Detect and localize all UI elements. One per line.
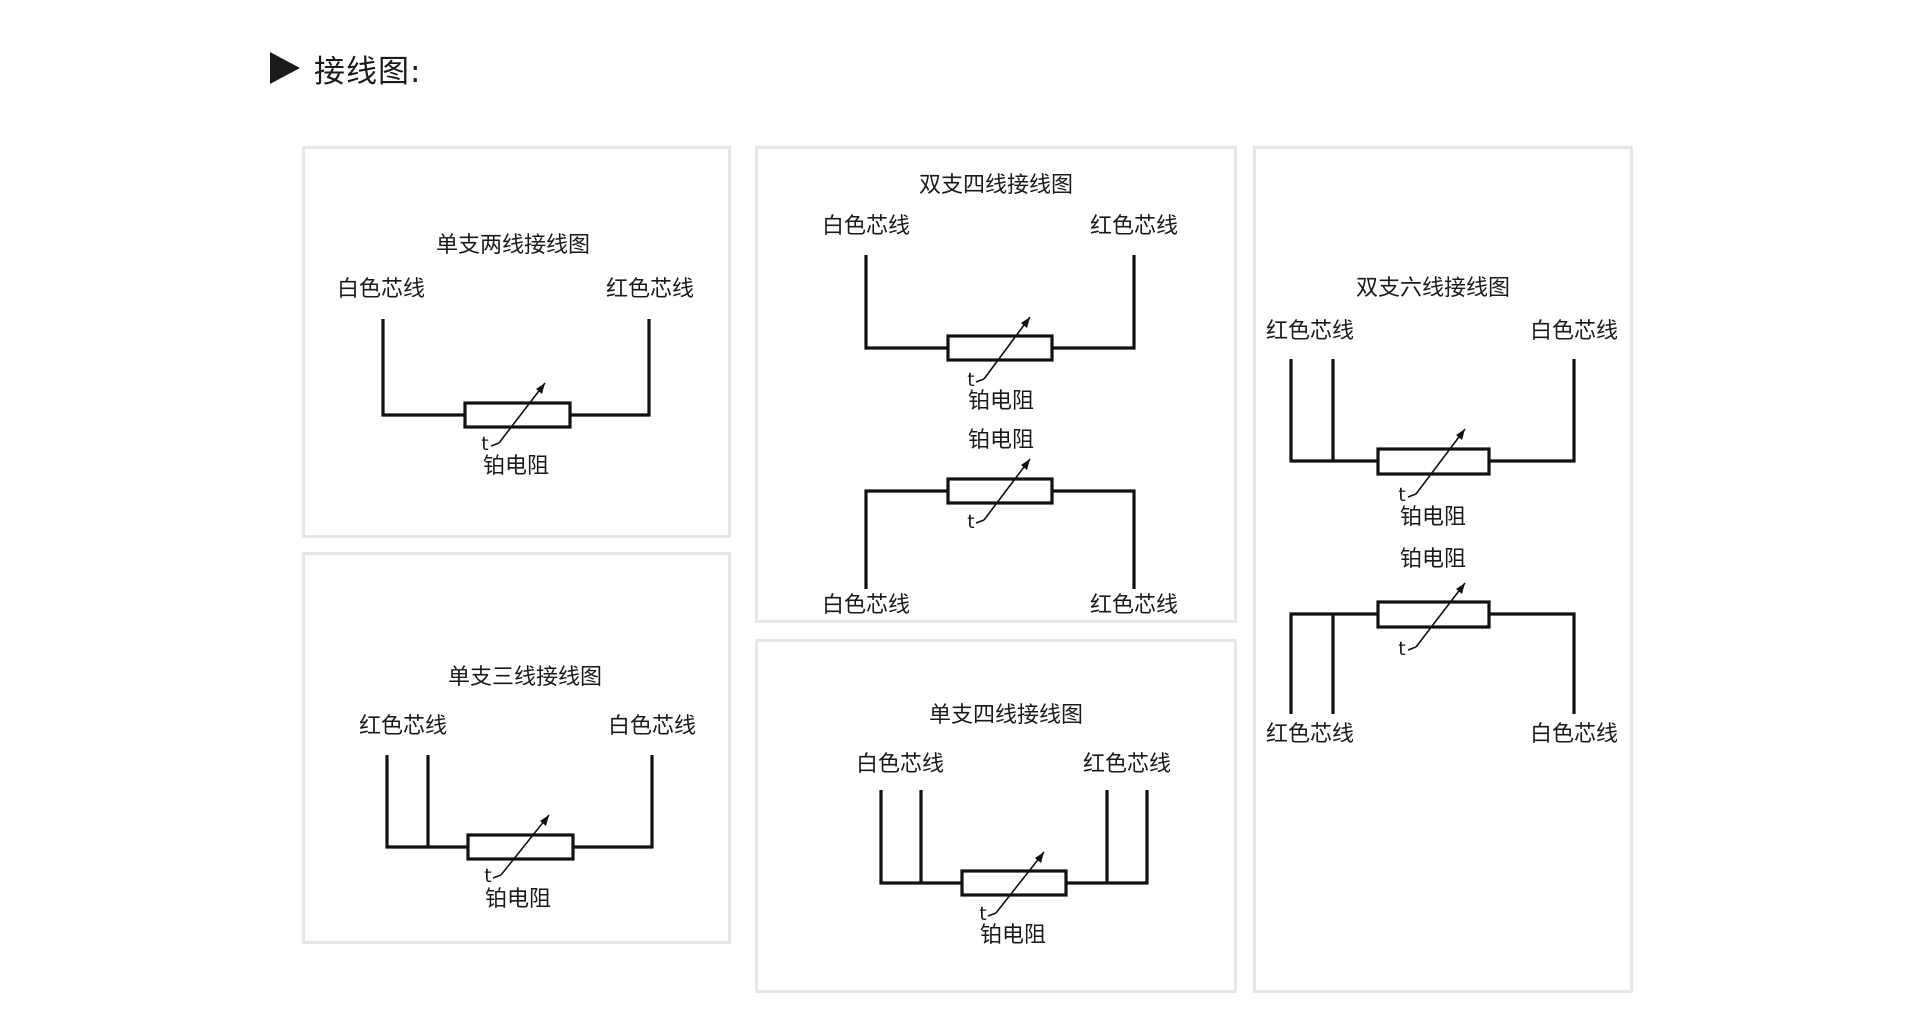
bottom-left-wire-label: 白色芯线 xyxy=(822,593,910,618)
top-resistor-symbol xyxy=(946,334,1054,362)
bottom-resistor-label: 铂电阻 xyxy=(968,428,1034,453)
left-wire-1 xyxy=(879,790,962,885)
panel-single-two-wire: 单支两线接线图 白色芯线 红色芯线 t 铂电阻 xyxy=(302,146,731,538)
diagram-title: 双支四线接线图 xyxy=(919,173,1073,198)
resistor-label: 铂电阻 xyxy=(483,454,549,479)
left-wire-1 xyxy=(385,755,468,849)
panel-double-six-wire: 双支六线接线图 红色芯线 白色芯线 t 铂电阻 铂电阻 t 红色芯线 白色芯线 xyxy=(1253,146,1633,993)
triangle-play-icon xyxy=(270,52,300,84)
panel-double-four-wire: 双支四线接线图 白色芯线 红色芯线 t 铂电阻 铂电阻 t 白色芯线 红色芯线 xyxy=(755,146,1237,623)
top-thermal-arrow xyxy=(1407,428,1466,498)
thermal-arrow xyxy=(492,814,550,879)
panel-single-four-wire: 单支四线接线图 白色芯线 红色芯线 t 铂电阻 xyxy=(755,639,1237,993)
bottom-right-wire-label: 白色芯线 xyxy=(1530,722,1618,747)
left-wire-label: 白色芯线 xyxy=(856,752,944,777)
left-wire xyxy=(381,319,465,417)
section-header: 接线图: xyxy=(270,46,421,90)
diagram-single-three-wire: 单支三线接线图 红色芯线 白色芯线 t 铂电阻 xyxy=(359,665,696,912)
diagram-title: 单支四线接线图 xyxy=(929,703,1083,728)
bottom-thermal-arrow xyxy=(975,458,1031,524)
bottom-resistor-label-symbol xyxy=(946,477,1054,505)
top-thermal-arrow xyxy=(975,316,1031,383)
top-left-wire xyxy=(864,255,948,350)
top-right-wire-label: 红色芯线 xyxy=(1090,214,1178,239)
top-left-wire-label: 红色芯线 xyxy=(1266,319,1354,344)
resistor-symbol xyxy=(466,833,575,861)
top-resistor-label: 铂电阻 xyxy=(1400,505,1466,530)
right-wire-label: 红色芯线 xyxy=(1083,752,1171,777)
bottom-resistor-symbol xyxy=(1376,600,1491,629)
temp-label: t xyxy=(481,433,488,455)
diagram-single-four-wire: 单支四线接线图 白色芯线 红色芯线 t 铂电阻 xyxy=(856,703,1171,948)
top-right-wire-label: 白色芯线 xyxy=(1530,319,1618,344)
top-left-wire-label: 白色芯线 xyxy=(822,214,910,239)
bottom-left-wire-label: 红色芯线 xyxy=(1266,722,1354,747)
bottom-thermal-arrow xyxy=(1407,582,1466,651)
diagram-title: 单支三线接线图 xyxy=(448,665,602,690)
bottom-right-wire xyxy=(1052,489,1136,589)
bottom-resistor-label: 铂电阻 xyxy=(1400,547,1466,572)
right-wire xyxy=(570,319,651,417)
bottom-left-wire-1 xyxy=(1289,612,1378,714)
top-resistor-label: 铂电阻 xyxy=(968,389,1034,414)
resistor-symbol xyxy=(463,401,572,429)
resistor-label: 铂电阻 xyxy=(980,923,1046,948)
thermal-arrow xyxy=(490,382,546,447)
right-wire-1 xyxy=(1066,790,1149,885)
diagram-single-two-wire: 单支两线接线图 白色芯线 红色芯线 t 铂电阻 xyxy=(337,233,694,479)
panel-single-three-wire: 单支三线接线图 红色芯线 白色芯线 t 铂电阻 xyxy=(302,552,731,944)
top-left-wire-1 xyxy=(1289,359,1378,463)
right-wire xyxy=(573,755,654,849)
top-temp-label: t xyxy=(967,369,974,391)
left-wire-label: 红色芯线 xyxy=(359,714,447,739)
bottom-temp-label: t xyxy=(967,511,974,533)
diagram-title: 单支两线接线图 xyxy=(436,233,590,258)
temp-label: t xyxy=(979,903,986,925)
resistor-label: 铂电阻 xyxy=(485,887,551,912)
bottom-left-wire xyxy=(864,489,948,589)
top-right-wire xyxy=(1052,255,1136,350)
diagram-double-four-wire: 双支四线接线图 白色芯线 红色芯线 t 铂电阻 铂电阻 t 白色芯线 红色芯线 xyxy=(822,173,1178,618)
page-title: 接线图: xyxy=(314,53,422,90)
bottom-right-wire-label: 红色芯线 xyxy=(1090,593,1178,618)
diagram-double-six-wire: 双支六线接线图 红色芯线 白色芯线 t 铂电阻 铂电阻 t 红色芯线 白色芯线 xyxy=(1266,276,1618,747)
diagram-title: 双支六线接线图 xyxy=(1356,276,1510,301)
top-right-wire xyxy=(1489,359,1576,463)
right-wire-label: 红色芯线 xyxy=(606,277,694,302)
top-temp-label: t xyxy=(1398,484,1405,506)
bottom-right-wire xyxy=(1489,612,1576,714)
left-wire-label: 白色芯线 xyxy=(337,277,425,302)
right-wire-label: 白色芯线 xyxy=(608,714,696,739)
thermal-arrow xyxy=(987,851,1045,917)
temp-label: t xyxy=(484,865,491,887)
bottom-temp-label: t xyxy=(1398,638,1405,660)
